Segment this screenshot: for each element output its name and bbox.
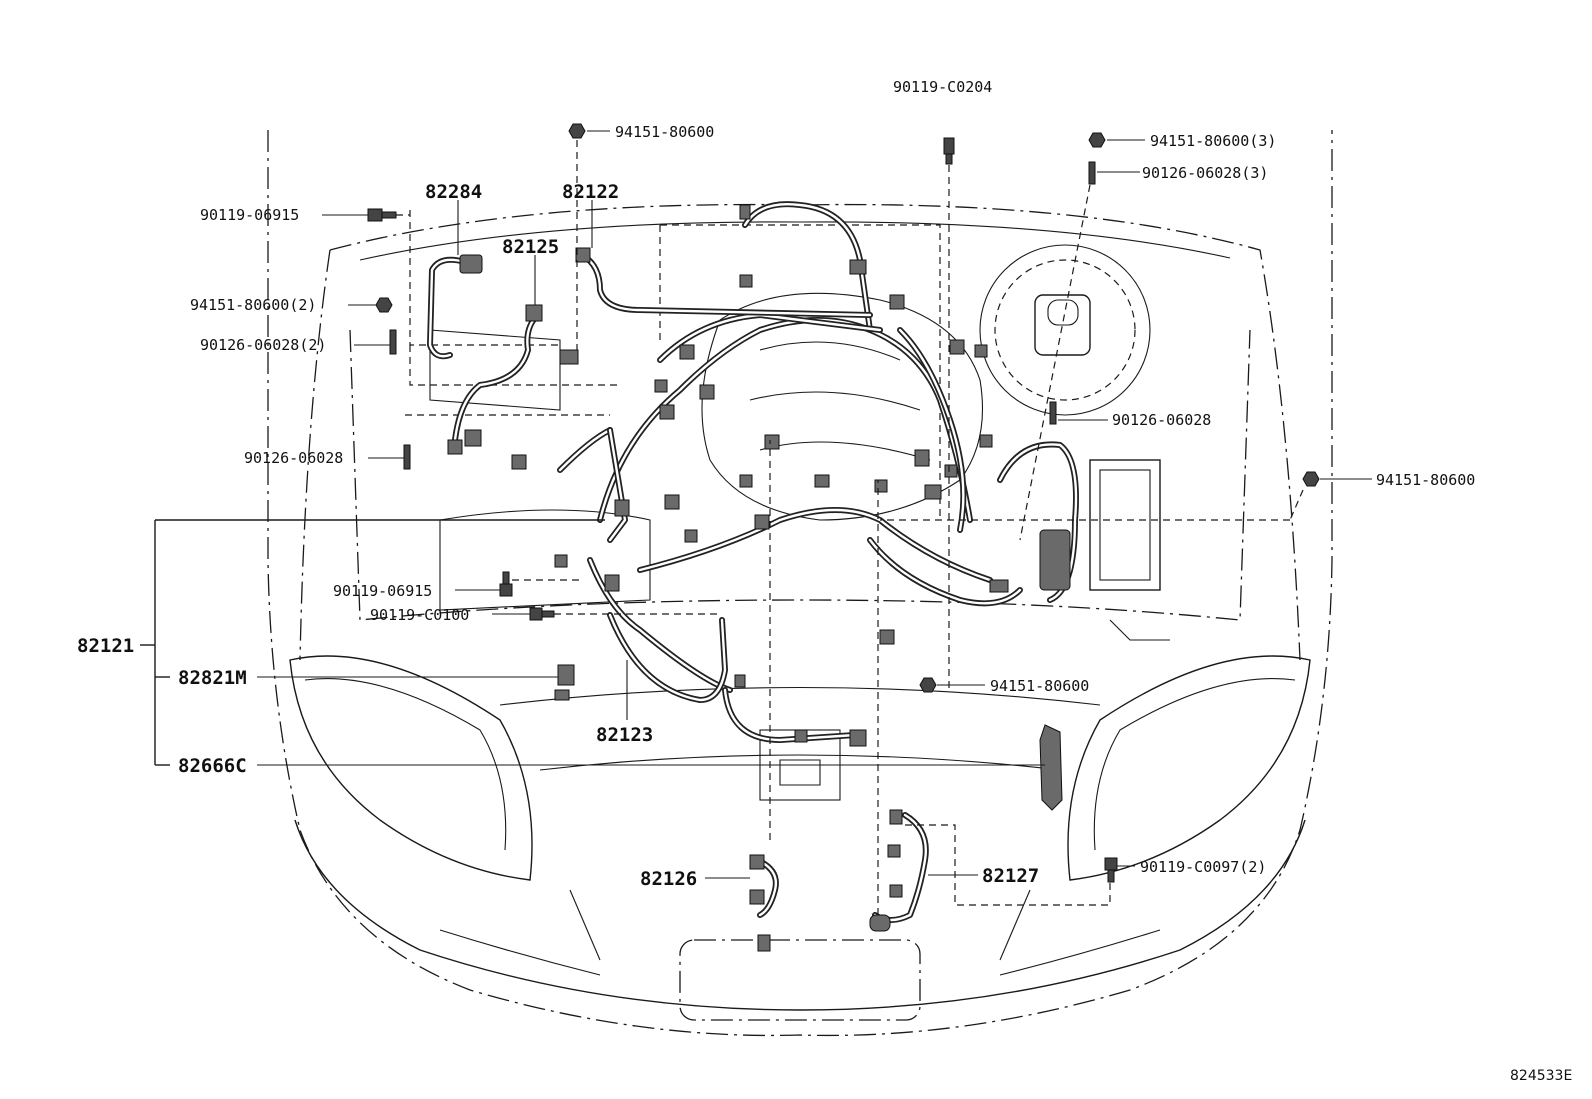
- harness-82125: [452, 315, 538, 443]
- engine-harness-82284: [427, 256, 468, 360]
- connectors: [447, 204, 1071, 952]
- stud-icon: [403, 444, 411, 470]
- harness-82126: [754, 857, 779, 918]
- label-94151-80600-3: 94151-80600(3): [1150, 132, 1276, 150]
- harness-82122: [579, 252, 873, 318]
- label-90119-C0097-2: 90119-C0097(2): [1140, 858, 1266, 876]
- nut-icon: [1302, 471, 1320, 487]
- label-90126-06028-3: 90126-06028(3): [1142, 164, 1268, 182]
- label-82125: 82125: [502, 236, 559, 258]
- label-82666C: 82666C: [178, 755, 247, 777]
- bolt-icon: [367, 208, 383, 222]
- stud-icon: [1049, 401, 1057, 425]
- label-90119-06915-top: 90119-06915: [200, 206, 299, 224]
- label-82284: 82284: [425, 181, 482, 203]
- label-82821M: 82821M: [178, 667, 247, 689]
- engine-bay: [405, 210, 1170, 801]
- bolt-icon: [529, 607, 543, 621]
- label-90126-06028-2: 90126-06028(2): [200, 336, 326, 354]
- bolt-icon: [1104, 857, 1118, 871]
- stud-icon: [389, 329, 397, 355]
- label-94151-80600-mid: 94151-80600: [990, 677, 1089, 695]
- fasteners: [367, 123, 1320, 883]
- label-82127: 82127: [982, 865, 1039, 887]
- callout-labels: 90119-C0204 94151-80600 94151-80600(3) 9…: [77, 78, 1572, 1084]
- label-82121: 82121: [77, 635, 134, 657]
- diagram-reference-code: 824533E: [1510, 1068, 1572, 1084]
- nut-icon: [1088, 132, 1106, 148]
- harness-82127: [872, 812, 929, 923]
- bolt-icon: [943, 137, 955, 155]
- vehicle-outline: [267, 130, 1333, 1037]
- nut-icon: [919, 677, 937, 693]
- label-90119-C0204: 90119-C0204: [893, 78, 992, 96]
- bolt-icon: [499, 583, 513, 597]
- label-90119-C0100: 90119-C0100: [370, 606, 469, 624]
- harness-82123: [607, 612, 858, 743]
- label-82126: 82126: [640, 868, 697, 890]
- label-82122: 82122: [562, 181, 619, 203]
- label-90126-06028-right: 90126-06028: [1112, 411, 1211, 429]
- nut-icon: [375, 297, 393, 313]
- label-94151-80600-top: 94151-80600: [615, 123, 714, 141]
- label-82123: 82123: [596, 724, 653, 746]
- label-94151-80600-2: 94151-80600(2): [190, 296, 316, 314]
- leader-lines: [140, 130, 1372, 915]
- label-94151-80600-right: 94151-80600: [1376, 471, 1475, 489]
- label-90119-06915-mid: 90119-06915: [333, 582, 432, 600]
- stud-icon: [1088, 161, 1096, 185]
- label-90126-06028-left: 90126-06028: [244, 449, 343, 467]
- nut-icon: [568, 123, 586, 139]
